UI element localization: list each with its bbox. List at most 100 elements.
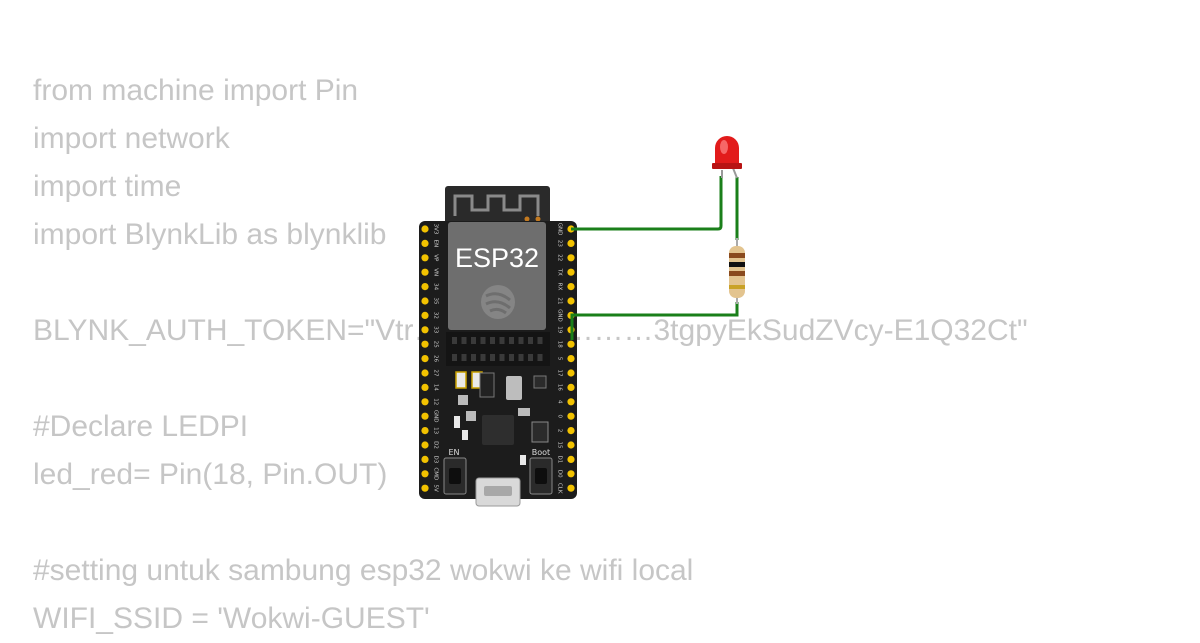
right-pin-label: 2 bbox=[557, 429, 563, 433]
right-pin[interactable] bbox=[567, 484, 575, 492]
en-button[interactable] bbox=[443, 457, 467, 495]
code-line: from machine import Pin bbox=[33, 74, 359, 107]
resistor[interactable] bbox=[729, 238, 745, 304]
left-pin-label: 5V bbox=[433, 485, 439, 492]
wire-gnd-to-led-cathode[interactable] bbox=[571, 176, 723, 231]
left-pin[interactable] bbox=[421, 470, 429, 478]
wroom-module bbox=[448, 222, 546, 330]
right-pin-label: 16 bbox=[557, 384, 563, 391]
left-pin[interactable] bbox=[421, 283, 429, 291]
wire-resistor-to-gpio18[interactable] bbox=[570, 302, 739, 340]
left-pin-label: 33 bbox=[433, 326, 439, 333]
right-pin-label: D1 bbox=[557, 456, 563, 464]
right-pin[interactable] bbox=[567, 297, 575, 305]
left-pin[interactable] bbox=[421, 455, 429, 463]
right-pin[interactable] bbox=[567, 239, 575, 247]
left-pin-label: D3 bbox=[433, 456, 439, 464]
code-line: #setting untuk sambung esp32 wokwi ke wi… bbox=[33, 554, 694, 587]
left-pin[interactable] bbox=[421, 225, 429, 233]
left-pin-label: 35 bbox=[433, 298, 439, 305]
left-pin[interactable] bbox=[421, 254, 429, 262]
left-pin[interactable] bbox=[421, 412, 429, 420]
right-pin-label: 19 bbox=[557, 326, 563, 333]
right-pin-label: 4 bbox=[557, 400, 563, 404]
right-pin-label: 17 bbox=[557, 370, 563, 377]
code-line: import network bbox=[33, 122, 230, 155]
right-pin[interactable] bbox=[567, 441, 575, 449]
left-pin-label: 34 bbox=[433, 283, 439, 290]
right-pin-label: TX bbox=[557, 268, 563, 276]
right-pin[interactable] bbox=[567, 470, 575, 478]
left-pin-label: D2 bbox=[433, 441, 439, 449]
right-pin-label: 23 bbox=[557, 240, 563, 247]
left-pin-label: 27 bbox=[433, 370, 439, 377]
espressif-logo-icon bbox=[481, 285, 515, 319]
left-pin-label: GND bbox=[433, 410, 439, 423]
right-pin-label: 15 bbox=[557, 442, 563, 449]
right-pin-label: CLK bbox=[557, 483, 563, 494]
board-label: ESP32 bbox=[455, 243, 539, 273]
boot-button[interactable] bbox=[529, 457, 553, 495]
code-line: import time bbox=[33, 170, 182, 203]
left-pin[interactable] bbox=[421, 441, 429, 449]
right-pin[interactable] bbox=[567, 355, 575, 363]
left-pin[interactable] bbox=[421, 297, 429, 305]
left-pin-label: VP bbox=[433, 254, 439, 262]
left-pin[interactable] bbox=[421, 268, 429, 276]
left-pin-label: VN bbox=[433, 268, 439, 276]
left-pin[interactable] bbox=[421, 383, 429, 391]
right-pin[interactable] bbox=[567, 383, 575, 391]
en-button-label: EN bbox=[448, 448, 459, 457]
left-pin[interactable] bbox=[421, 340, 429, 348]
right-pin-label: GND bbox=[557, 309, 563, 322]
left-pin[interactable] bbox=[421, 355, 429, 363]
esp32-board[interactable]: ESP32 EN Boot bbox=[419, 186, 577, 507]
right-pin[interactable] bbox=[567, 455, 575, 463]
left-pin[interactable] bbox=[421, 427, 429, 435]
module-pads bbox=[452, 337, 543, 361]
left-pin[interactable] bbox=[421, 398, 429, 406]
usb-chip bbox=[482, 415, 514, 445]
right-pin[interactable] bbox=[567, 340, 575, 348]
boot-button-label: Boot bbox=[532, 448, 550, 457]
right-pin-label: 5 bbox=[557, 357, 563, 361]
left-pin-label: 32 bbox=[433, 312, 439, 319]
left-pin-label: 12 bbox=[433, 398, 439, 405]
left-pin[interactable] bbox=[421, 311, 429, 319]
right-pin[interactable] bbox=[567, 268, 575, 276]
right-pin-label: 0 bbox=[557, 414, 563, 418]
left-pin-label: 3V3 bbox=[433, 224, 439, 235]
right-pin[interactable] bbox=[567, 412, 575, 420]
left-pin-label: 25 bbox=[433, 341, 439, 348]
left-pin[interactable] bbox=[421, 369, 429, 377]
left-pin[interactable] bbox=[421, 239, 429, 247]
left-pin[interactable] bbox=[421, 484, 429, 492]
left-pin-label: EN bbox=[433, 240, 439, 248]
right-pin-label: 21 bbox=[557, 298, 563, 305]
red-led[interactable] bbox=[712, 136, 742, 179]
right-pin[interactable] bbox=[567, 369, 575, 377]
right-pin-label: RX bbox=[557, 283, 563, 291]
right-pin-label: 18 bbox=[557, 341, 563, 348]
left-pin[interactable] bbox=[421, 326, 429, 334]
wifi-antenna bbox=[445, 186, 550, 226]
right-pin[interactable] bbox=[567, 427, 575, 435]
code-line: led_red= Pin(18, Pin.OUT) bbox=[33, 458, 388, 491]
left-pin-label: 14 bbox=[433, 384, 439, 391]
right-pin-label: D0 bbox=[557, 470, 563, 478]
right-pin-label: 22 bbox=[557, 254, 563, 261]
right-pin[interactable] bbox=[567, 254, 575, 262]
antenna-trace bbox=[453, 194, 540, 216]
left-pin-label: 13 bbox=[433, 427, 439, 434]
circuit-diagram: ESP32 EN Boot bbox=[419, 136, 745, 507]
code-line: import BlynkLib as blynklib bbox=[33, 218, 387, 251]
code-line: #Declare LEDPI bbox=[33, 410, 249, 443]
left-pin-label: 26 bbox=[433, 355, 439, 362]
right-pin-label: GND bbox=[557, 223, 563, 236]
micro-usb-port[interactable] bbox=[475, 477, 521, 507]
left-pin-label: CMD bbox=[433, 467, 439, 480]
right-pin[interactable] bbox=[567, 283, 575, 291]
right-pin[interactable] bbox=[567, 398, 575, 406]
